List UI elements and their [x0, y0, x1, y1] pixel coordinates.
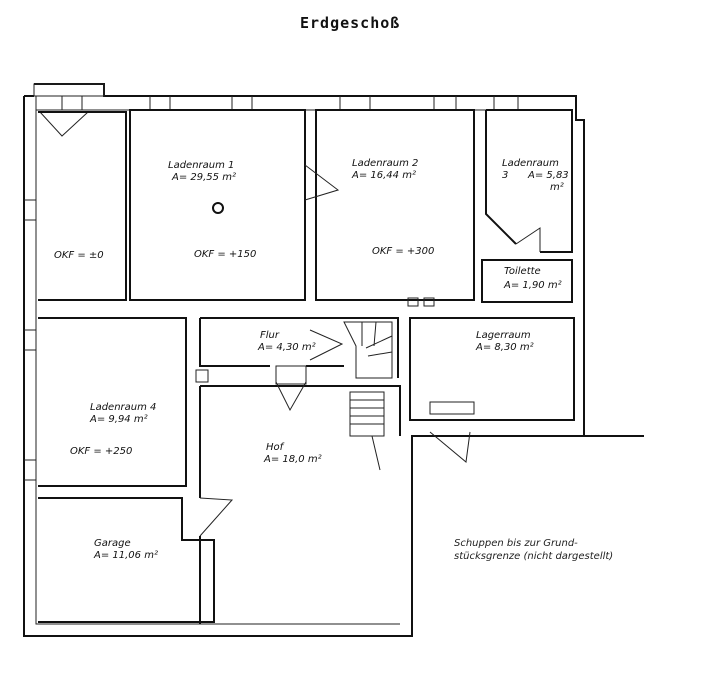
door-swings	[199, 164, 541, 537]
interior-walls	[38, 109, 575, 624]
room-ladenraum-2	[315, 109, 475, 301]
area-ladenraum-4: A= 9,94 m²	[89, 414, 148, 425]
label-flur: Flur	[260, 330, 280, 341]
area-lagerraum: A= 8,30 m²	[475, 342, 534, 353]
label-garage: Garage	[94, 538, 131, 549]
area-ladenraum-2: A= 16,44 m²	[351, 170, 416, 181]
room-ladenraum-1	[129, 109, 306, 301]
room-ladenraum-4	[38, 317, 187, 487]
area-ladenraum-1: A= 29,55 m²	[171, 172, 236, 183]
okf-ladenraum-4: OKF = +250	[70, 446, 132, 457]
label-toilette: Toilette	[504, 266, 541, 277]
area-hof: A= 18,0 m²	[263, 454, 322, 465]
windows	[24, 96, 519, 481]
note-line-1: Schuppen bis zur Grund-	[454, 538, 578, 549]
okf-left-room: OKF = ±0	[54, 250, 104, 261]
column-marker	[212, 202, 224, 214]
area-ladenraum-3: A= 5,83	[527, 170, 569, 181]
room-garage	[38, 497, 215, 623]
plan-title: Erdgeschoß	[300, 14, 400, 32]
room-toilette	[481, 259, 573, 303]
area-garage: A= 11,06 m²	[93, 550, 158, 561]
area-flur: A= 4,30 m²	[257, 342, 316, 353]
label-ladenraum-1: Ladenraum 1	[168, 160, 234, 171]
area-toilette: A= 1,90 m²	[503, 280, 562, 291]
outer-walls	[23, 83, 644, 637]
okf-ladenraum-1: OKF = +150	[194, 249, 256, 260]
label-lagerraum: Lagerraum	[476, 330, 531, 341]
room-left	[38, 111, 127, 301]
label-hof: Hof	[266, 442, 285, 453]
label-ladenraum-4: Ladenraum 4	[90, 402, 156, 413]
note-line-2: stücksgrenze (nicht dargestellt)	[454, 551, 613, 562]
room-labels: Ladenraum 1 A= 29,55 m² OKF = +150 Laden…	[54, 158, 613, 562]
num-ladenraum-3: 3	[502, 170, 508, 181]
stairs	[343, 321, 393, 437]
okf-ladenraum-2: OKF = +300	[372, 246, 434, 257]
label-ladenraum-3: Ladenraum	[502, 158, 559, 169]
unit-ladenraum-3: m²	[550, 182, 564, 193]
room-lagerraum	[409, 317, 575, 421]
label-ladenraum-2: Ladenraum 2	[352, 158, 418, 169]
